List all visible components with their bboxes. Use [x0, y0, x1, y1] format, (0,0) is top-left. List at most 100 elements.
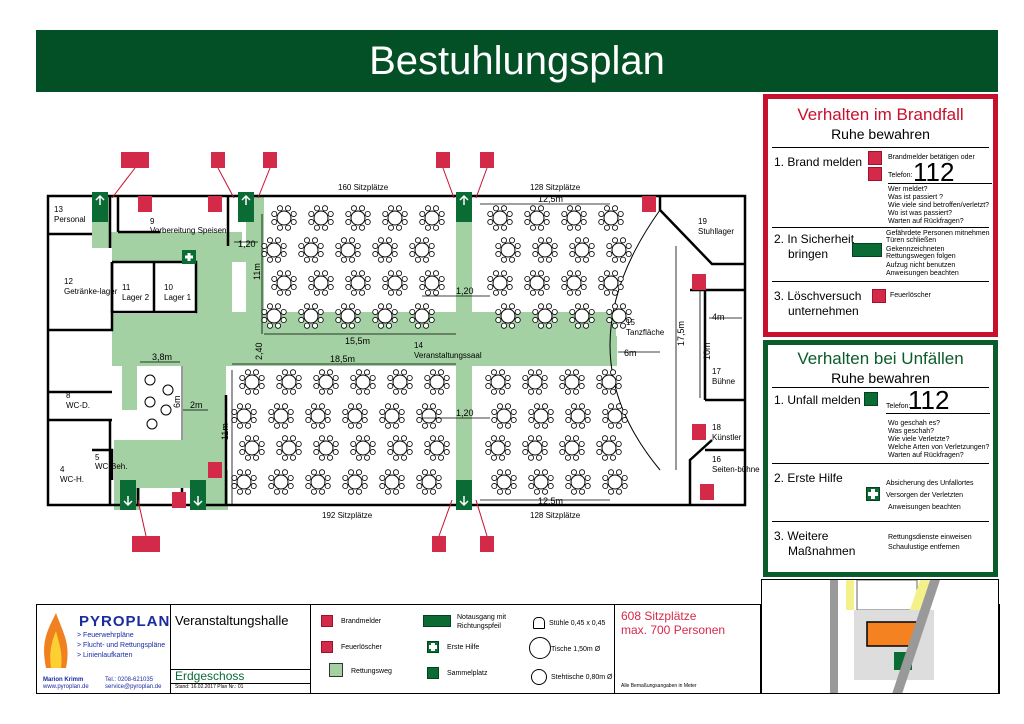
chair	[319, 488, 326, 495]
chair	[506, 219, 513, 226]
chair	[392, 369, 399, 376]
chair	[327, 275, 334, 282]
chair	[313, 440, 320, 447]
room-13-name: Personal	[54, 215, 86, 224]
dim-corridor: 2,40	[254, 342, 264, 360]
chair	[244, 388, 251, 395]
chair	[350, 289, 357, 296]
contact-website[interactable]: www.pyroplan.de	[43, 684, 89, 690]
chair	[335, 251, 342, 258]
chair	[496, 488, 503, 495]
chair	[574, 256, 581, 263]
chair	[621, 483, 628, 490]
chair	[276, 440, 283, 447]
chair	[369, 440, 376, 447]
chair	[542, 488, 549, 495]
chair	[350, 449, 357, 456]
chair	[527, 454, 534, 461]
dim-dance-depth: 17,5m	[676, 321, 686, 346]
chair	[327, 388, 334, 395]
chair	[350, 383, 357, 390]
chair	[273, 422, 280, 429]
dance-floor-arc	[609, 209, 661, 471]
chair	[496, 422, 503, 429]
fire-question: Wo ist was passiert?	[888, 210, 953, 217]
chair	[409, 317, 416, 324]
chair	[620, 303, 627, 310]
contact-email[interactable]: service@pyroplan.de	[105, 684, 162, 690]
chair	[499, 435, 506, 442]
chair	[303, 256, 310, 263]
seat-label-bottom-left: 192 Sitzplätze	[322, 511, 373, 520]
chair	[372, 242, 379, 249]
chair	[433, 224, 440, 231]
chair	[322, 289, 329, 296]
chair	[487, 219, 494, 226]
chair	[276, 374, 283, 381]
chair	[536, 388, 543, 395]
building-name: Veranstaltungshalle	[175, 613, 289, 628]
chair	[500, 256, 507, 263]
chair	[510, 483, 517, 490]
chair	[313, 270, 320, 277]
fire-alarm-icon	[121, 152, 135, 168]
chair	[310, 422, 317, 429]
fire-alarm-icon	[692, 424, 706, 440]
round-table	[345, 205, 371, 231]
dimension-labels: 1,20 11m 1,20 15,5m 2,40 18,5m 1,20 11m …	[152, 194, 725, 506]
chair	[423, 256, 430, 263]
chair	[559, 383, 566, 390]
service-item: > Flucht- und Rettungspläne	[77, 642, 166, 649]
chair	[347, 403, 354, 410]
chair	[266, 322, 273, 329]
chair	[424, 205, 431, 212]
chair	[499, 454, 506, 461]
round-table	[350, 435, 376, 461]
round-table	[606, 303, 632, 329]
round-table	[409, 237, 435, 263]
chair	[546, 237, 553, 244]
chair	[377, 303, 384, 310]
chair	[231, 474, 238, 481]
chair	[570, 469, 577, 476]
chair	[310, 488, 317, 495]
legend-label: Notausgang mit Richtungspfeil	[457, 614, 507, 630]
accident-step2-label: 2. Erste Hilfe	[774, 471, 843, 485]
chair	[565, 483, 572, 490]
chair	[547, 483, 554, 490]
table-icon	[529, 637, 551, 659]
accident-phone-number: 112	[908, 385, 950, 415]
contact-person: Marion Krimm	[43, 677, 84, 683]
chair	[495, 251, 502, 258]
chair	[295, 374, 302, 381]
chair	[580, 284, 587, 291]
chair	[322, 205, 329, 212]
chair	[566, 289, 573, 296]
chair	[533, 488, 540, 495]
room-4-name: WC-H.	[60, 475, 84, 484]
floor-name: Erdgeschoss	[175, 669, 245, 683]
round-table	[487, 270, 513, 296]
chair	[245, 488, 252, 495]
chair	[273, 488, 280, 495]
dim-aisle-top: 1,20	[238, 239, 256, 249]
chair	[275, 303, 282, 310]
chair	[382, 275, 389, 282]
chair	[584, 408, 591, 415]
chair	[419, 275, 426, 282]
dim-width-top: 15,5m	[345, 336, 370, 346]
plan-footer: PYROPLAN > Feuerwehrpläne > Flucht- und …	[36, 579, 1000, 694]
chair	[491, 408, 498, 415]
chair	[253, 454, 260, 461]
chair	[317, 242, 324, 249]
chair	[322, 270, 329, 277]
accident-question: Was geschah?	[888, 428, 935, 435]
chair	[345, 275, 352, 282]
chair	[435, 417, 442, 424]
chair	[438, 284, 445, 291]
chair	[319, 469, 326, 476]
chair	[312, 256, 319, 263]
round-table	[598, 270, 624, 296]
chair	[510, 417, 517, 424]
chair	[377, 256, 384, 263]
